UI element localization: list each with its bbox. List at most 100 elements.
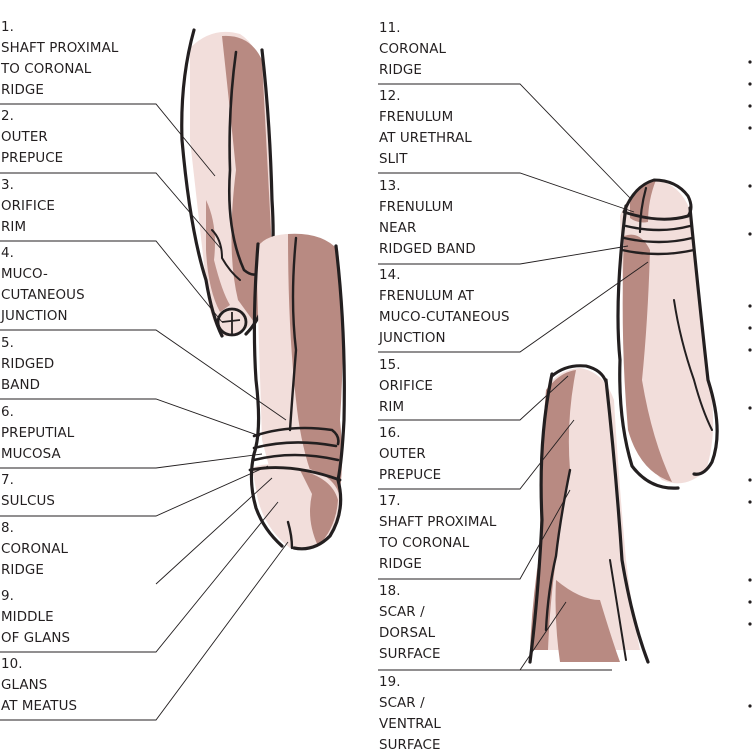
label-number: 13. — [379, 179, 401, 194]
label-text: RIM — [1, 220, 27, 235]
upper-right-band-1 — [624, 224, 692, 232]
label-text: CORONAL — [379, 42, 447, 57]
label-11: 11. CORONAL RIDGE — [379, 18, 446, 81]
right-leader-lines — [378, 83, 649, 671]
lower-left-ridged-band-3 — [252, 453, 340, 462]
label-text: RIDGE — [379, 63, 422, 78]
label-text: SURFACE — [379, 738, 441, 753]
left-leader-lines — [0, 103, 289, 721]
label-text: SURFACE — [379, 647, 441, 662]
label-6: 6. PREPUTIAL MUCOSA — [1, 402, 74, 465]
label-number: 15. — [379, 358, 401, 373]
label-4: 4. MUCO- CUTANEOUS JUNCTION — [1, 243, 85, 327]
label-5: 5. RIDGED BAND — [1, 333, 54, 396]
label-1: 1. SHAFT PROXIMAL TO CORONAL RIDGE — [1, 17, 118, 101]
right-edge-marks — [748, 60, 752, 708]
label-16: 16. OUTER PREPUCE — [379, 423, 441, 486]
leader-1 — [0, 103, 216, 177]
label-3: 3. ORIFICE RIM — [1, 175, 55, 238]
label-text: ORIFICE — [379, 379, 433, 394]
label-2: 2. OUTER PREPUCE — [1, 106, 63, 169]
label-text: ORIFICE — [1, 199, 55, 214]
label-number: 10. — [1, 657, 23, 672]
label-number: 5. — [1, 336, 14, 351]
leader-9 — [0, 501, 279, 653]
label-text: RIM — [379, 400, 405, 415]
label-text: PREPUCE — [379, 468, 442, 483]
label-text: OF GLANS — [1, 631, 71, 646]
label-text: FRENULUM AT — [379, 289, 475, 304]
label-number: 1. — [1, 20, 14, 35]
label-9: 9. MIDDLE OF GLANS — [1, 586, 70, 649]
upper-right-band-3 — [620, 248, 696, 256]
label-13: 13. FRENULUM NEAR RIDGED BAND — [379, 176, 476, 260]
lower-left-outline-right — [292, 244, 346, 551]
label-text: AT MEATUS — [1, 699, 78, 714]
label-number: 17. — [379, 494, 401, 509]
label-number: 4. — [1, 246, 14, 261]
leader-17 — [378, 489, 571, 580]
label-text: SHAFT PROXIMAL — [379, 515, 497, 530]
upper-left-shading — [206, 200, 230, 312]
label-text: MUCOSA — [1, 447, 61, 462]
leader-10 — [0, 541, 289, 721]
leader-15 — [378, 375, 569, 421]
label-text: OUTER — [1, 130, 48, 145]
lower-left-outline-left — [249, 242, 284, 548]
lower-left-meatus — [286, 520, 294, 550]
label-text: CORONAL — [1, 542, 69, 557]
lower-right-vein — [544, 468, 572, 632]
label-number: 16. — [379, 426, 401, 441]
label-15: 15. ORIFICE RIM — [379, 355, 433, 418]
upper-right-outline-left — [616, 204, 680, 490]
label-text: MIDDLE — [1, 610, 54, 625]
leader-5 — [0, 398, 261, 437]
label-8: 8. CORONAL RIDGE — [1, 518, 68, 581]
upper-right-band-2 — [622, 236, 694, 244]
label-text: MUCO-CUTANEOUS — [379, 310, 510, 325]
label-number: 6. — [1, 405, 14, 420]
label-number: 8. — [1, 521, 14, 536]
label-14: 14. FRENULUM AT MUCO-CUTANEOUS JUNCTION — [379, 265, 510, 349]
label-text: SCAR / — [379, 605, 425, 620]
label-number: 2. — [1, 109, 14, 124]
label-text: GLANS — [1, 678, 48, 693]
upper-right-organ — [616, 178, 719, 490]
leader-3 — [0, 240, 223, 323]
lower-left-organ — [248, 233, 346, 551]
label-number: 11. — [379, 21, 401, 36]
label-7: 7. SULCUS — [1, 470, 55, 512]
label-text: RIDGE — [379, 557, 422, 572]
leader-4 — [0, 329, 287, 421]
label-text: FRENULUM — [379, 110, 454, 125]
lower-left-coronal-ridge — [248, 466, 342, 482]
lower-right-glans-top — [550, 364, 608, 384]
upper-right-frenulum — [638, 186, 648, 234]
leader-14 — [378, 261, 649, 353]
label-text: FRENULUM — [379, 200, 454, 215]
leader-11 — [378, 83, 631, 199]
lower-right-dark-fill — [530, 370, 576, 650]
label-17: 17. SHAFT PROXIMAL TO CORONAL RIDGE — [379, 491, 496, 575]
label-text: SHAFT PROXIMAL — [1, 41, 119, 56]
label-text: VENTRAL — [379, 717, 441, 732]
label-text: PREPUCE — [1, 151, 64, 166]
label-text: MUCO- — [1, 267, 48, 282]
label-text: NEAR — [379, 221, 417, 236]
leader-16 — [378, 419, 575, 490]
label-text: DORSAL — [379, 626, 436, 641]
lower-left-dark-fill — [288, 233, 343, 537]
lower-right-scar-shade — [555, 580, 620, 662]
label-text: RIDGE — [1, 83, 44, 98]
label-text: PREPUTIAL — [1, 426, 75, 441]
upper-right-dark-fill — [622, 234, 672, 482]
upper-left-vein-2 — [211, 229, 241, 281]
label-number: 19. — [379, 675, 401, 690]
leader-2 — [0, 172, 223, 251]
lower-left-ridged-band-2 — [252, 441, 338, 450]
label-number: 12. — [379, 89, 401, 104]
leader-6 — [0, 453, 263, 469]
label-number: 7. — [1, 473, 14, 488]
label-12: 12. FRENULUM AT URETHRAL SLIT — [379, 86, 472, 170]
